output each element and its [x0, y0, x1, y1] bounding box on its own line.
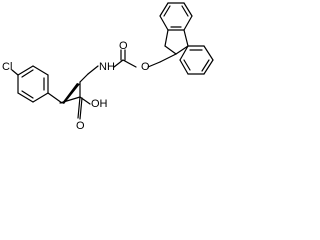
fluorene-five-ring — [164, 29, 189, 55]
bond — [147, 61, 161, 68]
molecule-drawing: O O NH Cl OH O — [2, 2, 214, 132]
atom-cl: Cl — [2, 61, 12, 73]
bond — [17, 65, 34, 76]
bond — [203, 45, 214, 61]
bond — [183, 2, 193, 17]
bond — [79, 73, 89, 83]
bond — [113, 59, 124, 68]
chemical-structure: O O NH Cl OH O — [0, 0, 222, 154]
bond — [179, 59, 189, 75]
bond — [183, 29, 189, 47]
chlorophenyl-ring — [11, 65, 63, 104]
bond — [175, 45, 189, 55]
bond — [159, 2, 169, 17]
fluorene-right-benzene — [179, 45, 214, 75]
bond-to-cl — [11, 69, 19, 76]
bond — [47, 92, 63, 104]
bond-double-inner — [183, 59, 191, 71]
bond — [32, 65, 49, 76]
bond — [17, 92, 34, 103]
atom-o-carbonyl: O — [119, 40, 128, 52]
bond — [203, 59, 214, 75]
bond-double-inner — [163, 5, 171, 17]
bond-double-inner — [181, 5, 189, 17]
atom-o-ester: O — [141, 61, 150, 73]
bond — [87, 65, 99, 75]
stereo-wedge — [62, 83, 80, 104]
atom-oh: OH — [91, 98, 108, 110]
atom-o-acid: O — [76, 120, 85, 132]
bond-double-inner — [21, 90, 34, 99]
bond-double-inner — [21, 69, 34, 78]
fluorene-left-benzene — [159, 2, 193, 31]
bond — [77, 96, 81, 119]
bond — [32, 92, 49, 103]
bond — [122, 59, 137, 68]
bond — [164, 29, 169, 47]
carbamate-linker — [113, 49, 177, 68]
backbone — [59, 65, 99, 120]
bond — [179, 45, 189, 61]
bond — [159, 15, 169, 31]
bond-double-inner — [201, 59, 210, 72]
atom-nh: NH — [99, 61, 115, 73]
bond — [164, 45, 177, 55]
bond — [183, 15, 193, 31]
bond — [159, 53, 177, 63]
bond-carbonyl — [79, 97, 83, 120]
